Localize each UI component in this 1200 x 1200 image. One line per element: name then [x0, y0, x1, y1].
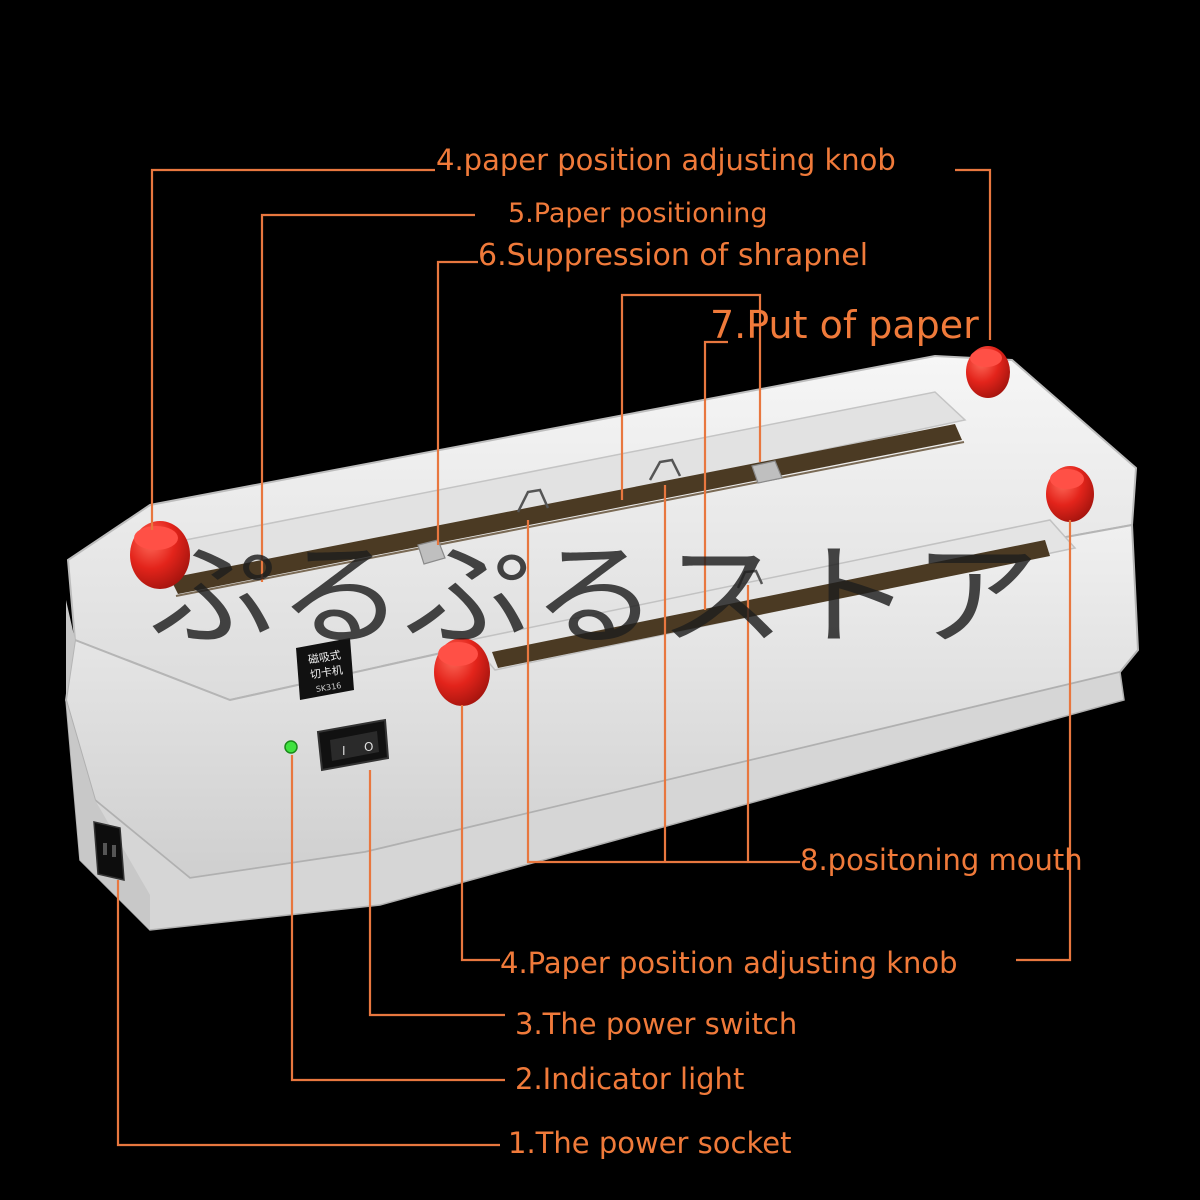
- svg-text:O: O: [364, 740, 373, 754]
- power-socket[interactable]: [93, 821, 125, 881]
- leader-knob-top-right: [955, 168, 992, 340]
- svg-text:I: I: [342, 744, 346, 758]
- rear-slot-edge: [175, 441, 965, 597]
- label-power-socket: 1.The power socket: [508, 1126, 791, 1160]
- leader-knob-bottom: [460, 705, 500, 962]
- leader-shrapnel-2: [620, 293, 762, 500]
- label-indicator: 2.Indicator light: [515, 1062, 744, 1096]
- leader-knob-top: [150, 168, 435, 530]
- label-shrapnel: 6.Suppression of shrapnel: [478, 238, 868, 273]
- positioning-notch-3: [736, 569, 764, 589]
- leader-mouth: [526, 520, 800, 864]
- sticker-line2: 切卡机: [309, 663, 344, 682]
- positioning-notch-2: [648, 458, 682, 481]
- device-left-side: [66, 600, 150, 930]
- shrapnel-clip-2: [751, 460, 783, 484]
- knob-front-left[interactable]: [434, 638, 490, 706]
- front-paper-slot: [492, 540, 1050, 668]
- label-positioning: 5.Paper positioning: [508, 198, 768, 229]
- power-switch[interactable]: I O: [316, 718, 390, 772]
- leader-put-paper: [703, 340, 728, 610]
- label-power-switch: 3.The power switch: [515, 1007, 797, 1041]
- knob-rear-left[interactable]: [130, 521, 190, 589]
- label-put-paper: 7.Put of paper: [710, 303, 979, 347]
- knob-front-right[interactable]: [1046, 466, 1094, 522]
- watermark-text: ぷるぷるストア: [150, 532, 1040, 662]
- label-mouth: 8.positoning mouth: [800, 843, 1083, 877]
- callout-labels: 4.paper position adjusting knob 5.Paper …: [436, 143, 1083, 1160]
- model-sticker: 磁吸式 切卡机 SK316: [296, 638, 354, 700]
- leader-knob-bottom-right: [1016, 520, 1072, 962]
- paper-cutter-device: 磁吸式 切卡机 SK316 I O: [64, 346, 1140, 931]
- sticker-model: SK316: [315, 681, 342, 694]
- shrapnel-clip-1: [417, 539, 446, 565]
- label-knob-top: 4.paper position adjusting knob: [436, 143, 896, 177]
- indicator-light: [284, 740, 298, 754]
- positioning-notch-1: [516, 488, 550, 513]
- knob-rear-right[interactable]: [966, 346, 1010, 398]
- leader-positioning: [260, 213, 475, 582]
- label-knob-bottom: 4.Paper position adjusting knob: [500, 946, 958, 980]
- sticker-line1: 磁吸式: [307, 649, 342, 667]
- leader-power-switch: [368, 770, 505, 1017]
- leader-lines: [116, 168, 1072, 1147]
- leader-indicator: [290, 755, 505, 1082]
- leader-shrapnel: [436, 260, 478, 545]
- leader-power-socket: [116, 880, 500, 1147]
